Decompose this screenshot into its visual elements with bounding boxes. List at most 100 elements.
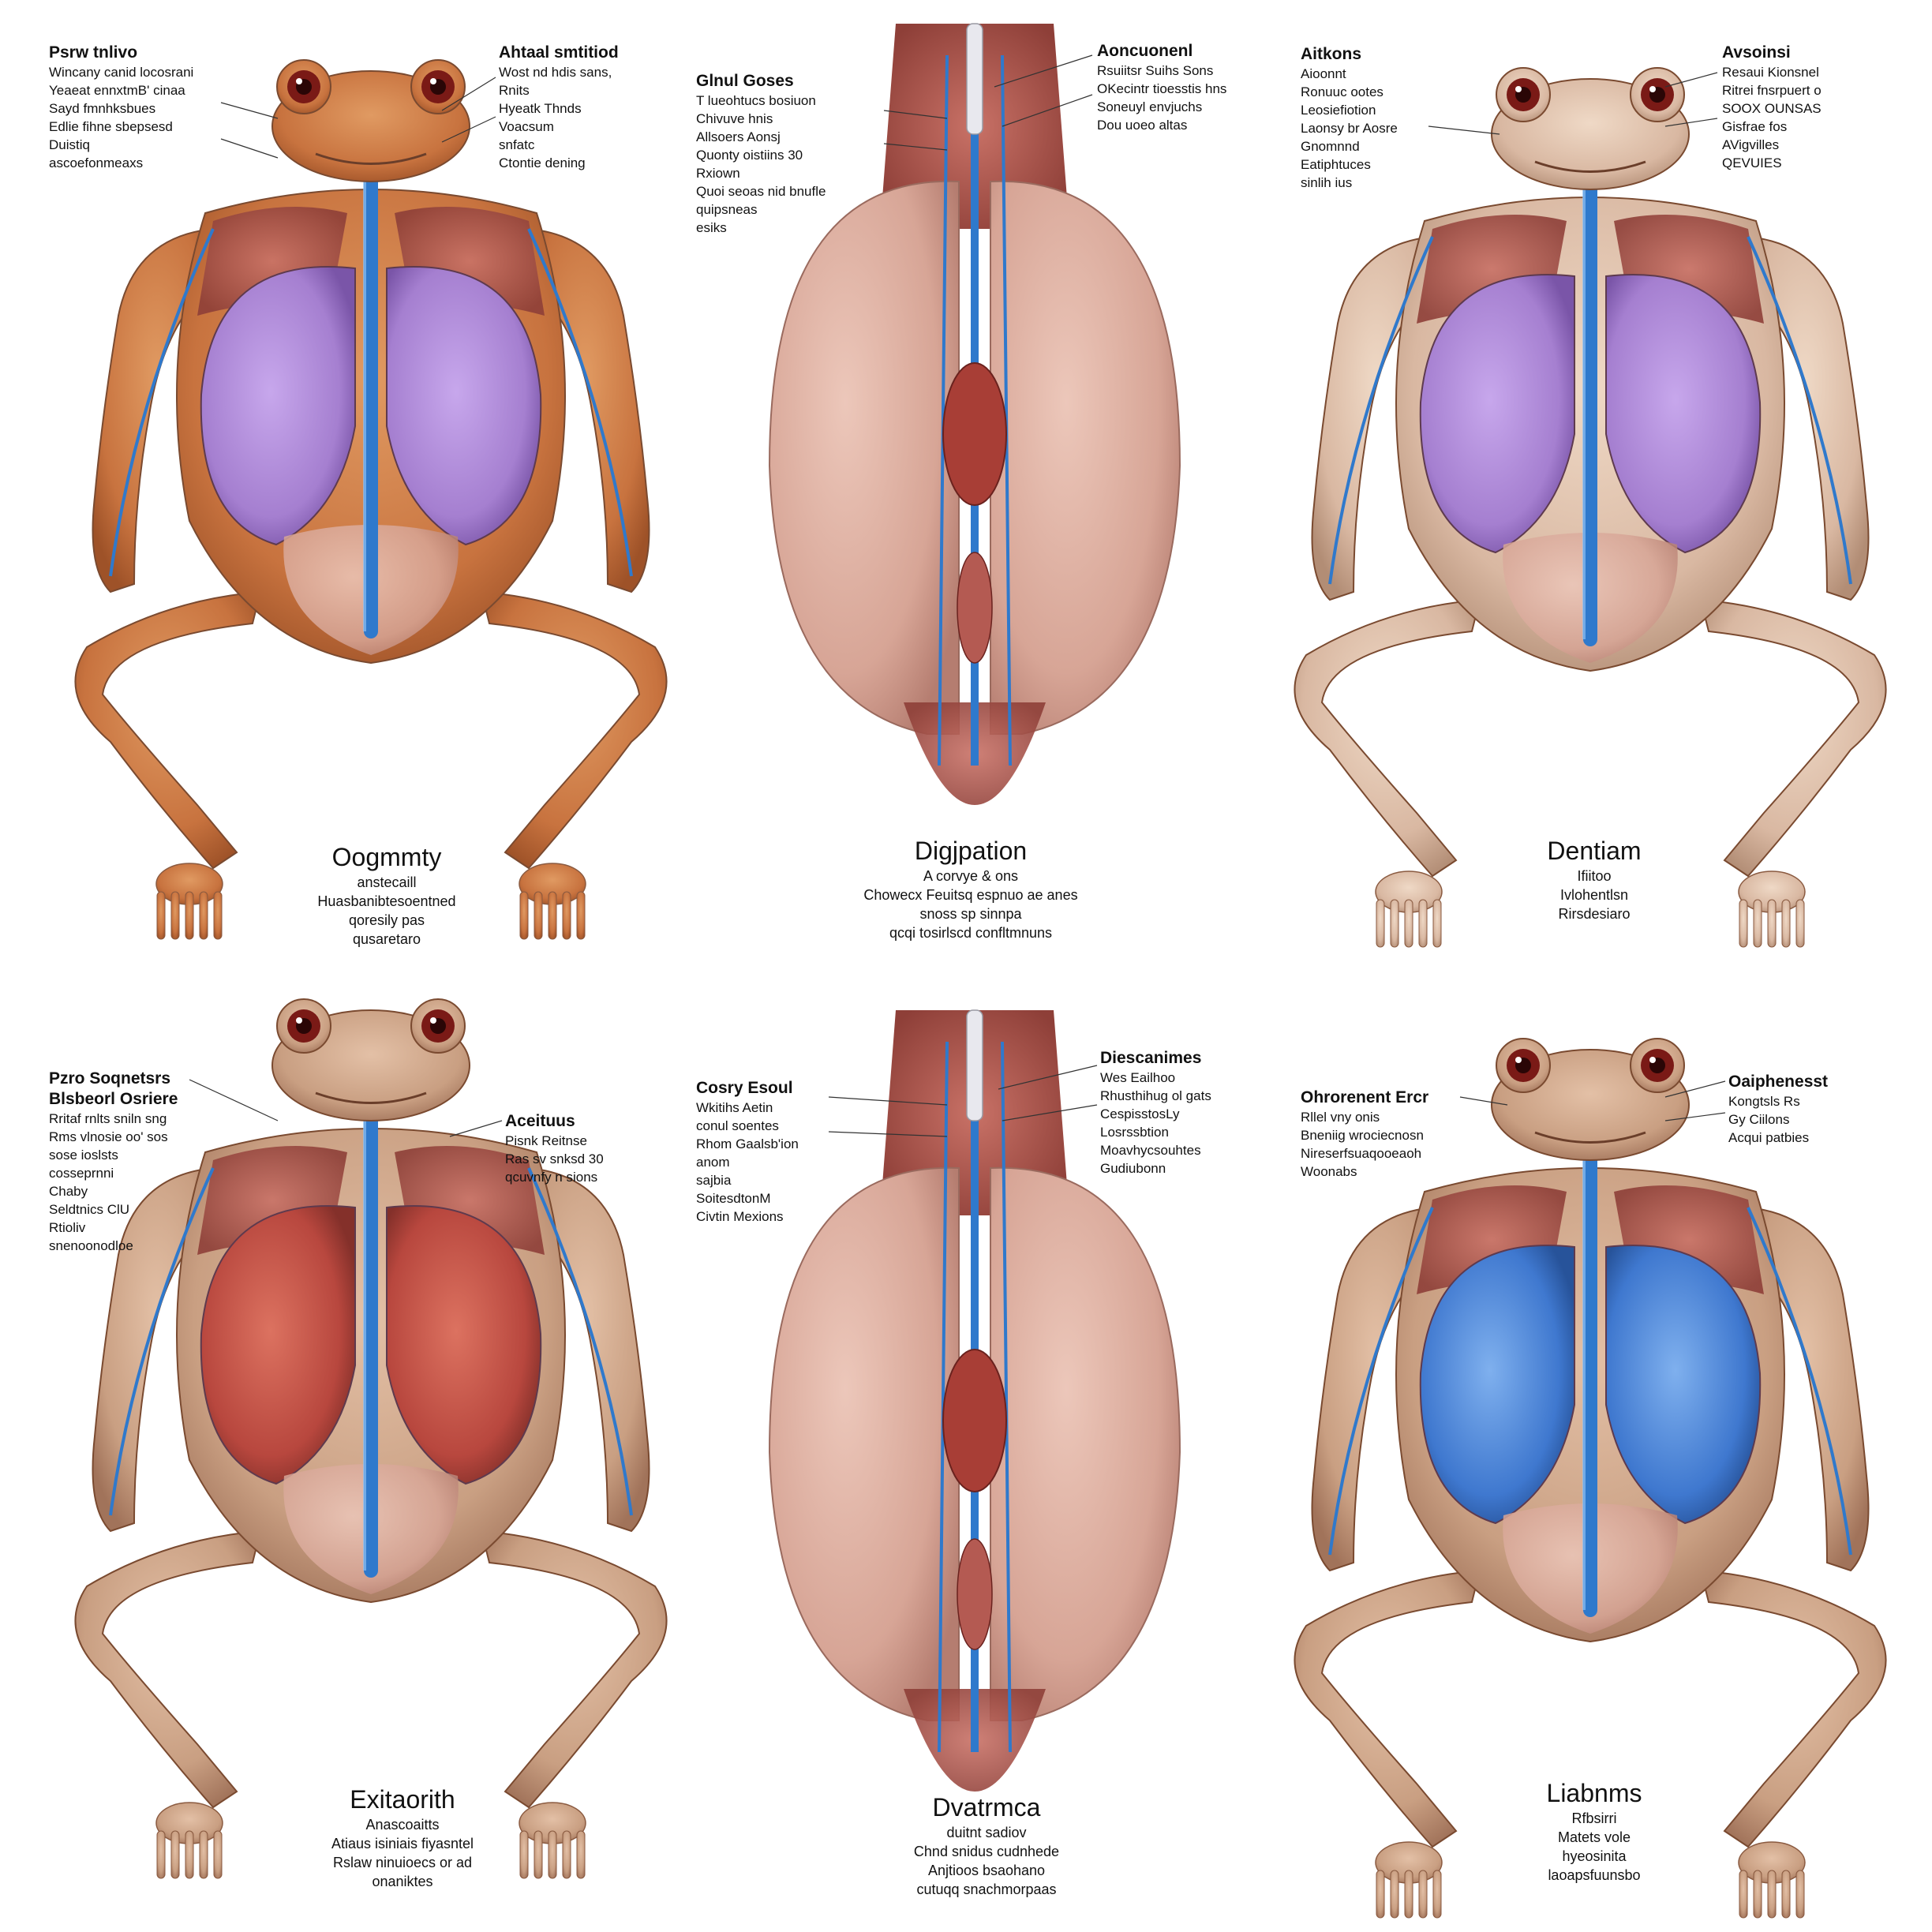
- panel-1-left-arm-vessel: [109, 228, 215, 577]
- panel-4-left-hand: [155, 1802, 223, 1879]
- panel-1-caption: Oogmmty anstecaill Huasbanibtesoentned q…: [229, 841, 545, 949]
- panel-5-caption-title: Dvatrmca: [932, 1793, 1041, 1822]
- panel-1-leader-line-2: [220, 138, 279, 159]
- panel-6-right-leg: [1699, 1569, 1887, 1848]
- panel-1-leader-line-1: [220, 102, 279, 119]
- panel-1-right-arm-vessel: [527, 228, 633, 577]
- panel-3-left-hand: [1375, 871, 1443, 948]
- panel-4-leader-line-2: [449, 1120, 503, 1137]
- panel-2-leader-line-3: [994, 54, 1093, 88]
- panel-6-right-hand: [1738, 1841, 1806, 1919]
- panel-3-right-arm-vessel: [1747, 236, 1852, 585]
- panel-3-label-right: Resaui Kionsnel Ritrei fnsrpuert o SOOX …: [1722, 65, 1822, 170]
- panel-6-label-left: Rllel vny onis Bneniig wrociecnosn Nires…: [1301, 1110, 1424, 1179]
- panel-2-left-vessel: [938, 54, 949, 766]
- panel-2-leader-line-2: [883, 143, 948, 151]
- panel-4-left-arm-vessel: [109, 1167, 215, 1516]
- panel-5-label-left: Wkitihs Aetin conul soentes Rhom Gaalsb'…: [696, 1100, 799, 1224]
- panel-2-label-right: Rsuiitsr Suihs Sons OKecintr tioesstis h…: [1097, 63, 1227, 133]
- panel-2-right-lobe: [990, 180, 1181, 735]
- panel-5-label-left-heading: Cosry Esoul: [696, 1079, 793, 1097]
- panel-5-heart: [942, 1349, 1007, 1492]
- panel-6-left-arm-vessel: [1328, 1207, 1434, 1556]
- panel-3-label-right-heading: Avsoinsi: [1722, 43, 1791, 62]
- panel-4-right-arm-vessel: [527, 1167, 633, 1516]
- panel-1-label-right-heading: Ahtaal smtitiod: [499, 43, 619, 62]
- panel-4-illustration: [74, 998, 668, 1879]
- panel-5-gut: [957, 1538, 993, 1650]
- panel-5-caption: Dvatrmca duitnt sadiov Chnd snidus cudnh…: [821, 1792, 1152, 1899]
- panel-5-right-vessel: [1001, 1041, 1012, 1753]
- panel-1-right-leg: [480, 590, 668, 870]
- panel-5-label-right-heading: Diescanimes: [1100, 1049, 1202, 1067]
- panel-2-heart: [942, 362, 1007, 506]
- panel-5-right-lobe: [990, 1166, 1181, 1721]
- panel-5-trachea: [966, 1009, 983, 1121]
- panel-3-caption: Dentiam Ifiitoo Ivlohentlsn Rirsdesiaro: [1436, 835, 1752, 923]
- panel-6-right-lung: [1605, 1245, 1762, 1525]
- panel-4-right-leg: [480, 1530, 668, 1809]
- panel-1-left-lung: [200, 266, 356, 546]
- panel-6-left-lung: [1419, 1245, 1575, 1525]
- panel-3-label-left: Aioonnt Ronuuc ootes Leosiefiotion Laons…: [1301, 66, 1398, 190]
- panel-4-left-eye: [276, 998, 331, 1054]
- panel-4-label-right: Pisnk Reitnse Ras sv snksd 30 qcuvnfy n …: [505, 1133, 604, 1185]
- panel-4-right-hand: [519, 1802, 586, 1879]
- panel-2-leader-line-4: [1002, 94, 1093, 127]
- panel-4-label-left-heading: Pzro Soqnetsrs Blsbeorl Osriere: [49, 1069, 178, 1108]
- panel-4-right-lung: [386, 1205, 542, 1485]
- panel-6-label-right-heading: Oaiphenesst: [1728, 1073, 1829, 1091]
- panel-2-gut: [957, 552, 993, 664]
- panel-2-leader-line-1: [883, 110, 948, 119]
- panel-2-label-right-heading: Aoncuonenl: [1097, 42, 1193, 60]
- panel-1-left-hand: [155, 863, 223, 940]
- panel-4-label-left: Rritaf rnlts sniln sng Rms vlnosie oo' s…: [49, 1111, 168, 1253]
- panel-1-right-eye: [410, 59, 466, 114]
- panel-2-caption-subtitle: A corvye & ons Chowecx Feuitsq espnuo ae…: [863, 868, 1078, 941]
- panel-3-illustration: [1294, 67, 1887, 948]
- panel-6-left-hand: [1375, 1841, 1443, 1919]
- panel-4-mouth: [315, 1091, 427, 1104]
- panel-4-left-lung: [200, 1205, 356, 1485]
- panel-1-label-left: Wincany canid locosrani Yeaeat ennxtmB' …: [49, 65, 194, 170]
- panel-4-caption-subtitle: Anascoaitts Atiaus isiniais fiyasntel Rs…: [331, 1817, 474, 1889]
- panel-3-right-hand: [1738, 871, 1806, 948]
- panel-3-left-arm-vessel: [1328, 236, 1434, 585]
- panel-2-label-left-heading: Glnul Goses: [696, 72, 794, 90]
- panel-6-right-eye: [1630, 1038, 1685, 1093]
- panel-6-leader-line-3: [1664, 1112, 1726, 1121]
- panel-6-leader-line-1: [1459, 1096, 1508, 1106]
- panel-3-left-leg: [1294, 598, 1481, 878]
- panel-1-left-leg: [74, 590, 262, 870]
- panel-2-right-vessel: [1001, 54, 1012, 766]
- panel-6-left-leg: [1294, 1569, 1481, 1848]
- panel-3-caption-title: Dentiam: [1547, 837, 1642, 865]
- panel-1-caption-title: Oogmmty: [331, 843, 442, 871]
- panel-5-leader-line-3: [998, 1065, 1098, 1090]
- panel-2-caption-title: Digjpation: [914, 837, 1028, 865]
- panel-6-label-right: Kongtsls Rs Gy Ciilons Acqui patbies: [1728, 1094, 1810, 1145]
- panel-5-illustration: [768, 1009, 1181, 1792]
- panel-2-label-left: T lueohtucs bosiuon Chivuve hnis Allsoer…: [696, 93, 826, 235]
- panel-3-right-lung: [1605, 274, 1762, 554]
- panel-3-left-lung: [1419, 274, 1575, 554]
- panel-3-leader-line-1: [1428, 125, 1500, 135]
- panel-4-right-eye: [410, 998, 466, 1054]
- panel-5-leader-line-2: [828, 1131, 948, 1137]
- panel-6-label-left-heading: Ohrorenent Ercr: [1301, 1088, 1429, 1106]
- panel-6-mouth: [1534, 1131, 1646, 1144]
- panel-1-leader-line-4: [441, 116, 496, 143]
- panel-1-right-lung: [386, 266, 542, 546]
- panel-1-left-eye: [276, 59, 331, 114]
- panel-5-label-right: Wes Eailhoo Rhusthihug ol gats Cespissto…: [1100, 1070, 1211, 1176]
- panel-5-caption-subtitle: duitnt sadiov Chnd snidus cudnhede Anjti…: [913, 1825, 1060, 1897]
- panel-4-caption-title: Exitaorith: [350, 1785, 455, 1814]
- panel-5-left-vessel: [938, 1041, 949, 1753]
- panel-1-leader-line-3: [441, 77, 496, 111]
- panel-4-label-right-heading: Aceituus: [505, 1112, 575, 1130]
- panel-3-label-left-heading: Aitkons: [1301, 45, 1362, 63]
- panel-1-caption-subtitle: anstecaill Huasbanibtesoentned qoresily …: [317, 874, 456, 947]
- panel-5-leader-line-4: [1002, 1104, 1098, 1121]
- panel-2-illustration: [768, 23, 1181, 805]
